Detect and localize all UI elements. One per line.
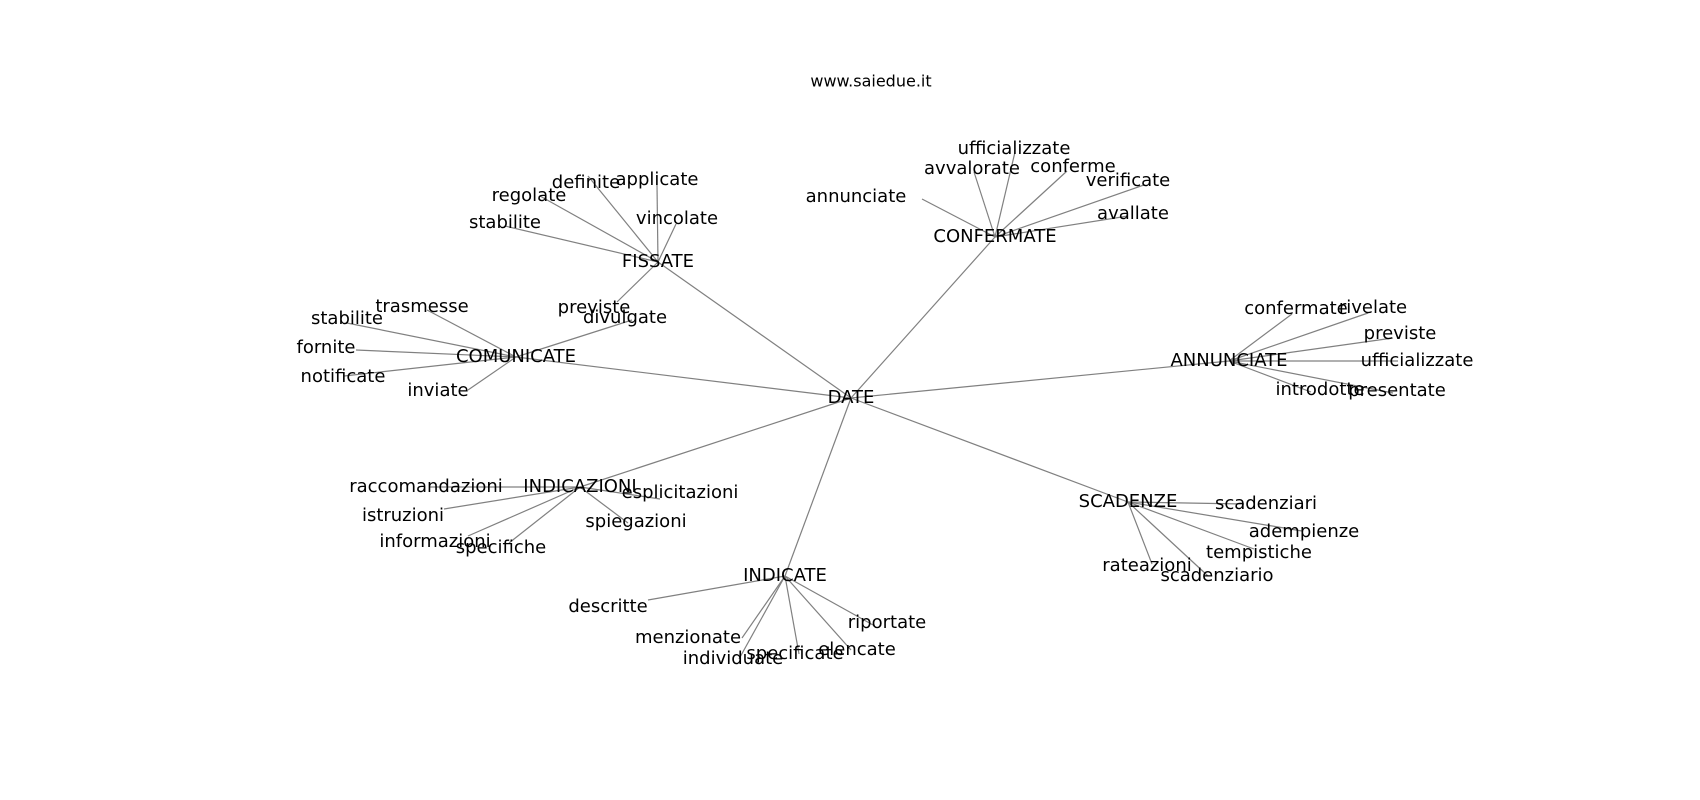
edge-hub-to-leaf [539,195,659,263]
leaf-node: specificate [746,643,843,664]
leaf-node: annunciate [806,186,907,207]
leaf-node: rivelate [1339,297,1407,318]
leaf-node: istruzioni [362,505,444,526]
edge-center-to-hub [515,356,852,399]
leaf-node: definite [552,172,620,193]
edge-hub-to-leaf [1228,312,1369,362]
leaf-node: trasmesse [375,296,468,317]
leaf-node: tempistiche [1206,542,1312,563]
leaf-node: scadenziario [1160,565,1273,586]
leaf-node: regolate [492,185,567,206]
leaf-node: stabilite [469,212,541,233]
leaf-node: introdotte [1275,379,1364,400]
edge-hub-to-leaf [1228,360,1312,393]
leaf-node: individuate [683,648,784,669]
edge-hub-to-leaf [994,184,1145,238]
edge-hub-to-leaf [467,356,517,391]
edge-center-to-hub [850,236,996,399]
leaf-node: avvalorate [924,158,1020,179]
hub-node: FISSATE [622,251,694,272]
edge-layer [343,151,1398,660]
leaf-node: rateazioni [1102,555,1191,576]
edge-hub-to-leaf [973,171,996,238]
leaf-node: spiegazioni [585,511,686,532]
edge-center-to-hub [850,397,1129,503]
leaf-node: elencate [818,639,896,660]
leaf-node: presentate [1348,380,1446,401]
leaf-node: confermate [1244,298,1348,319]
leaf-node: ufficializzate [1361,350,1474,371]
hub-node: CONFERMATE [933,226,1056,247]
leaf-node: notificate [301,366,386,387]
edge-hub-to-leaf [657,223,677,263]
center-node: DATE [828,387,875,408]
edge-hub-to-leaf [426,309,517,358]
edge-hub-to-leaf [343,356,517,377]
edge-center-to-hub [657,261,852,399]
leaf-node: esplicitazioni [622,482,739,503]
edge-center-to-hub [784,397,852,577]
edge-hub-to-leaf [515,319,633,358]
leaf-node: scadenziari [1215,493,1317,514]
edge-hub-to-leaf [994,215,1129,238]
edge-hub-to-leaf [616,261,659,303]
leaf-node: stabilite [311,308,383,329]
leaf-node: verificate [1086,170,1171,191]
hub-node: INDICAZIONI [523,476,636,497]
leaf-node: inviate [407,380,468,401]
edge-hub-to-leaf [656,184,659,263]
edge-hub-to-leaf [1228,313,1293,362]
edge-hub-to-leaf [1127,501,1303,532]
edge-hub-to-leaf [1127,501,1153,565]
hub-node: COMUNICATE [456,346,576,367]
edge-hub-to-leaf [504,225,659,263]
edge-hub-to-leaf [443,486,581,510]
leaf-node: descritte [568,596,647,617]
leaf-node: previste [558,297,631,318]
edge-hub-to-leaf [921,198,996,238]
edge-hub-to-leaf [784,575,874,626]
edge-hub-to-leaf [647,575,786,601]
edge-hub-to-leaf [508,486,581,544]
leaf-node: informazioni [379,531,490,552]
edge-hub-to-leaf [346,322,517,358]
leaf-node: conferme [1030,156,1115,177]
leaf-node: adempienze [1249,521,1360,542]
edge-hub-to-leaf [1127,501,1255,550]
edge-hub-to-leaf [994,170,1068,238]
diagram-title: www.saiedue.it [810,72,931,91]
edge-hub-to-leaf [1127,501,1245,505]
leaf-node: previste [1364,323,1437,344]
leaf-node: ufficializzate [958,138,1071,159]
leaf-node: fornite [297,337,356,358]
leaf-node: avallate [1097,203,1169,224]
hub-node: SCADENZE [1079,491,1178,512]
leaf-node: applicate [616,169,699,190]
edge-hub-to-leaf [784,575,852,651]
edge-hub-to-leaf [1228,360,1394,394]
leaf-node: raccomandazioni [349,476,503,497]
edge-hub-to-leaf [741,575,786,639]
edge-center-to-hub [850,360,1230,399]
hub-node: ANNUNCIATE [1170,350,1287,371]
edge-hub-to-leaf [738,575,786,660]
edge-hub-to-leaf [784,575,800,655]
leaf-node: menzionate [635,627,741,648]
edge-hub-to-leaf [1127,501,1209,577]
leaf-node: specifiche [456,537,547,558]
edge-hub-to-leaf [355,349,517,358]
edge-center-to-hub [579,397,852,488]
edge-hub-to-leaf [579,486,661,500]
leaf-node: riportate [848,612,926,633]
leaf-node: vincolate [636,208,718,229]
hub-node: INDICATE [743,565,827,586]
edge-hub-to-leaf [467,486,581,537]
edge-hub-to-leaf [579,486,629,524]
leaf-node: divulgate [583,307,667,328]
edge-hub-to-leaf [1228,337,1394,362]
edge-hub-to-leaf [994,151,1016,238]
edge-hub-to-leaf [587,175,659,263]
